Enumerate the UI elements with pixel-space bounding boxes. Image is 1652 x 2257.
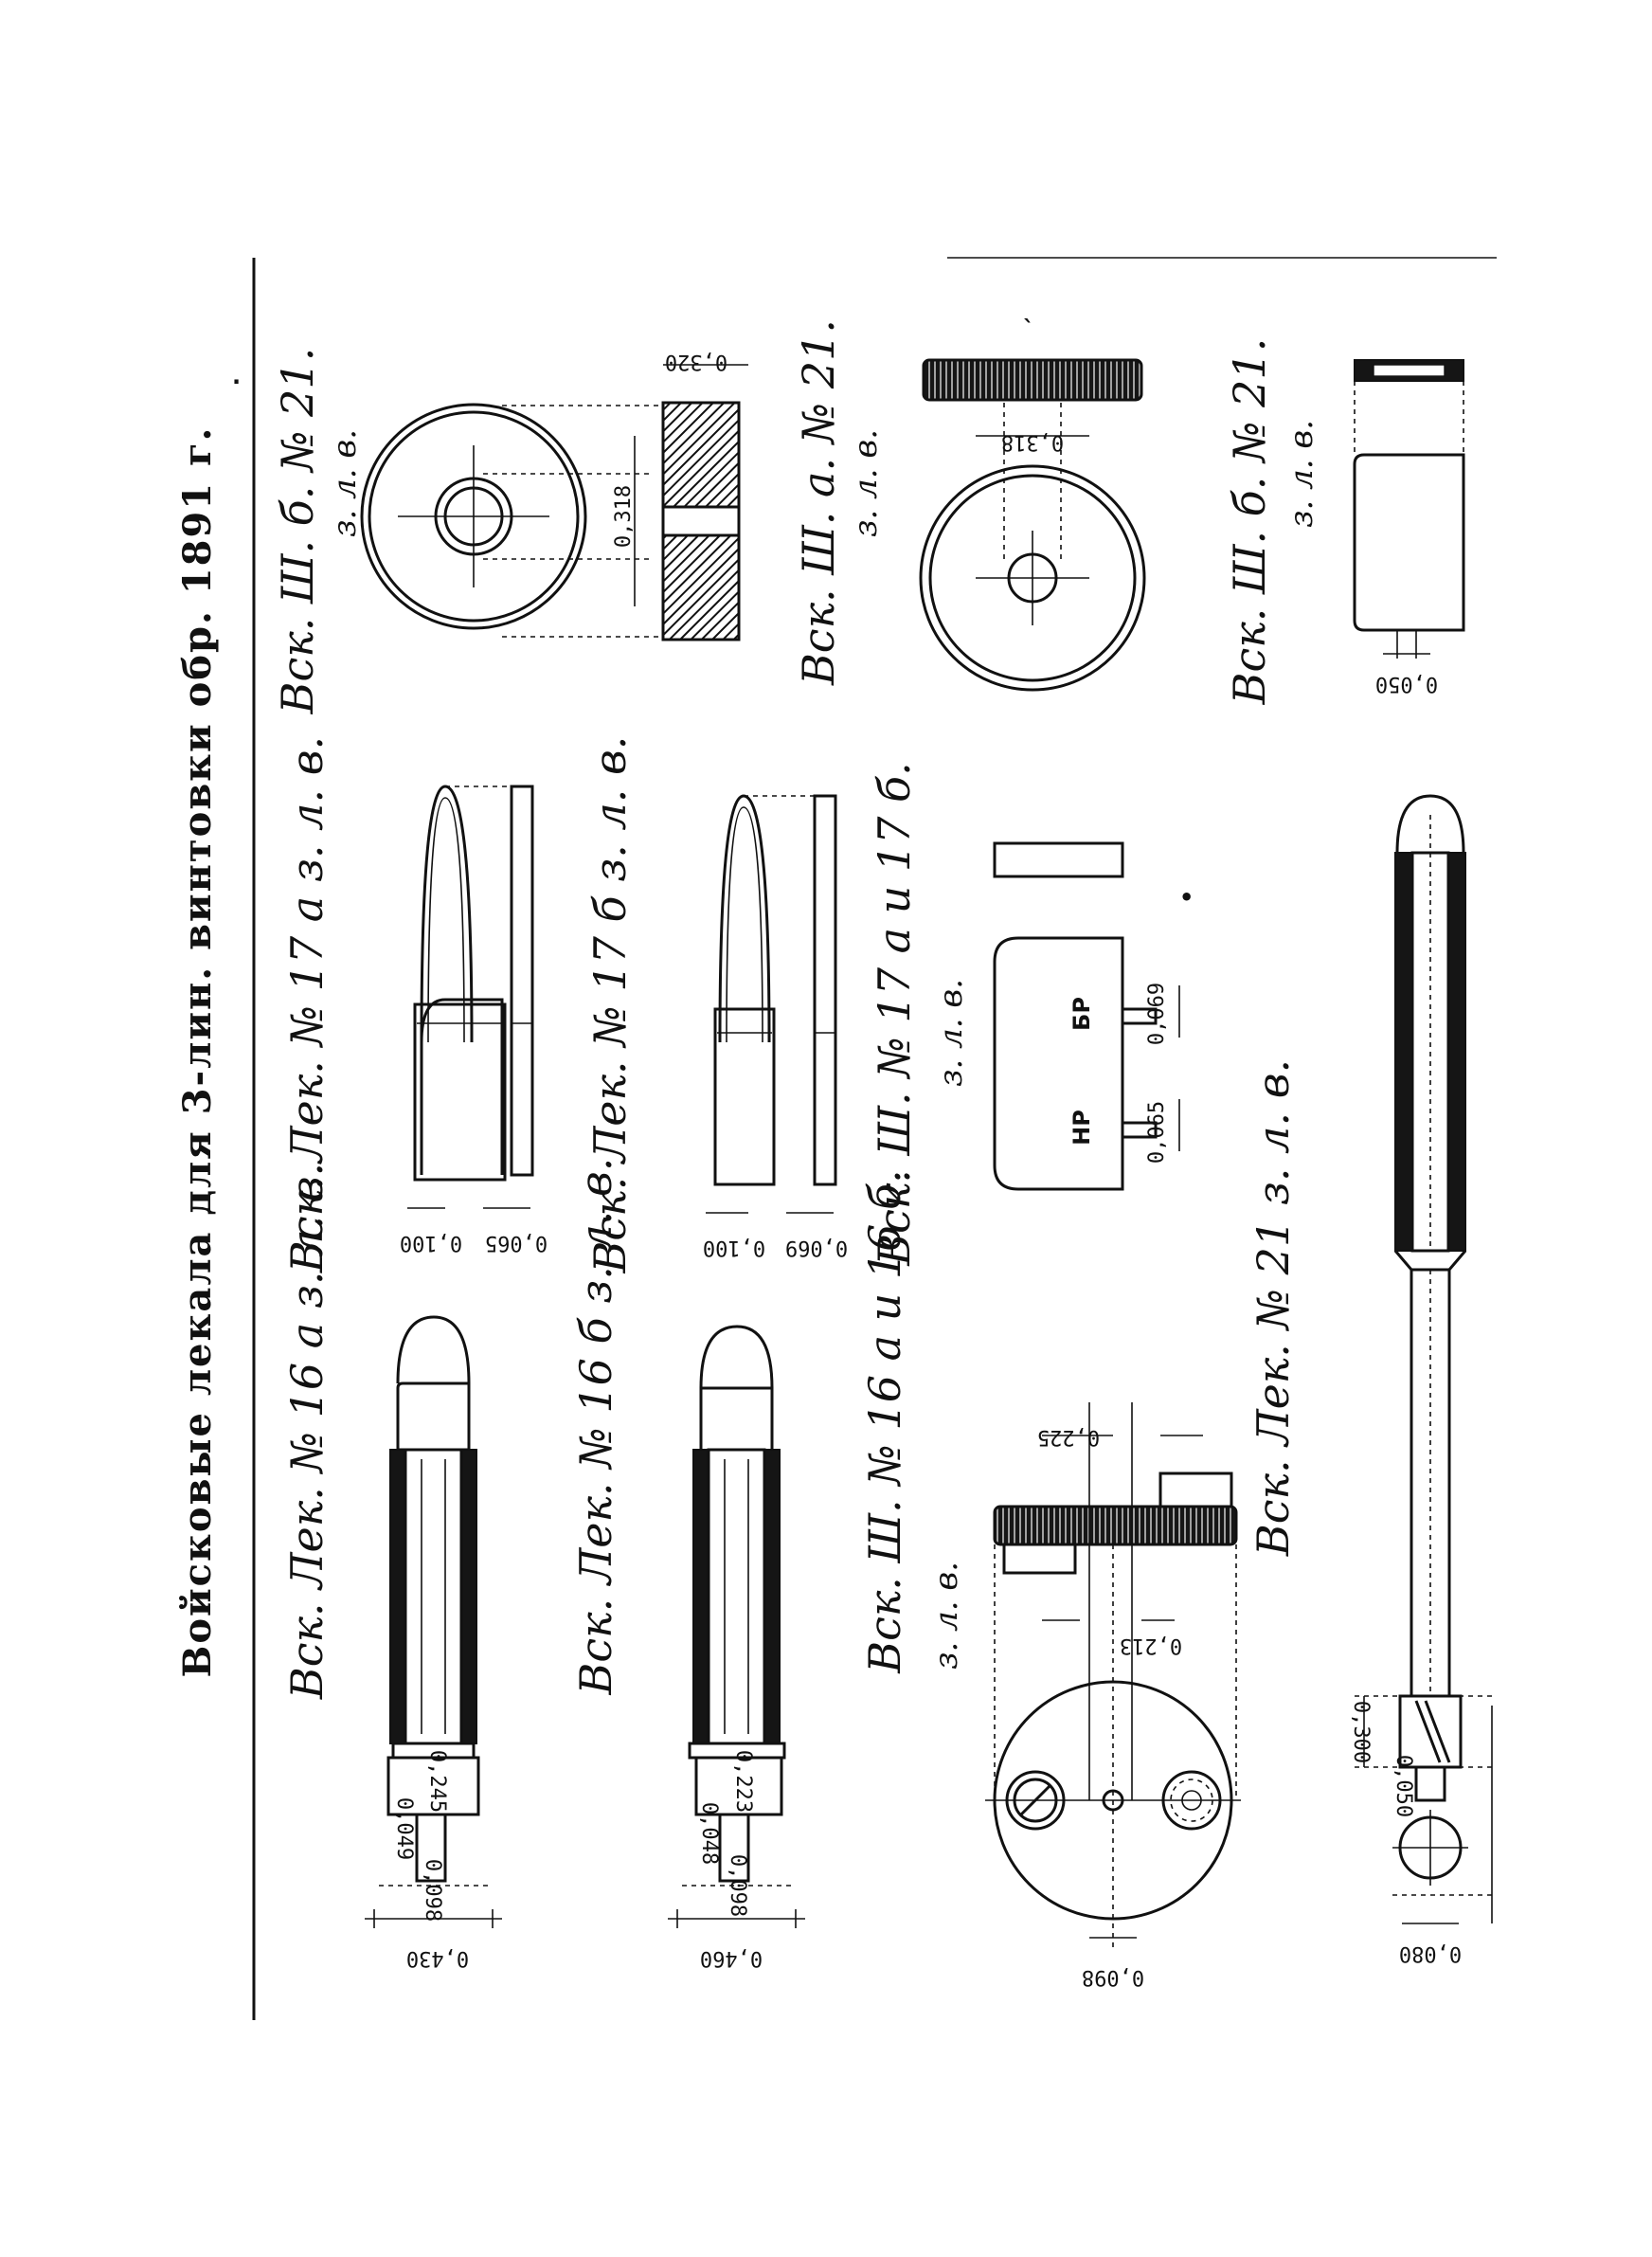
stray-tick: ˎ bbox=[1023, 297, 1034, 323]
figure-label: Вск. Ш. а. № 21. bbox=[793, 319, 844, 686]
dim-0100: 0,100 bbox=[400, 1231, 462, 1255]
figure-gauge-sh-b-21-small: Вск. Ш. б. № 21. з. л. в. 0,050 bbox=[1224, 338, 1465, 706]
dim-0098: 0,098 bbox=[726, 1854, 749, 1917]
stray-mark: • bbox=[1179, 884, 1194, 911]
figure-sublabel: з. л. в. bbox=[1283, 420, 1320, 528]
figure-gauge-17a: Вск. Лек. № 17 а з. л. в. 0,100 0,065 bbox=[281, 736, 548, 1273]
figure-label: Вск. Лек. № 16 б з. л. в. bbox=[570, 1158, 621, 1696]
gauge-16a-drawing bbox=[365, 1315, 502, 1928]
figure-gauge-sh-16: Вск. Ш. № 16 а и 16 б. з. л. в. bbox=[859, 1169, 1241, 1989]
figure-label: Вск. Ш. б. № 21. bbox=[272, 348, 323, 715]
rod-gauge-drawing bbox=[1355, 794, 1497, 1924]
slot-mark-hp: НР bbox=[1068, 1110, 1095, 1146]
dim-0300: 0,300 bbox=[1349, 1701, 1373, 1763]
gauge-16b-drawing bbox=[668, 1325, 805, 1928]
figure-sublabel: з. л. в. bbox=[927, 1562, 965, 1670]
figure-sublabel: з. л. в. bbox=[326, 429, 364, 537]
figure-gauge-16a: Вск. Лек. № 16 а з. л. в. 0,430 0,098 0,… bbox=[281, 1163, 502, 1970]
dim-0069: 0,069 bbox=[785, 1236, 848, 1259]
dim-0225: 0,225 bbox=[1037, 1425, 1100, 1449]
dim-0460: 0,460 bbox=[700, 1946, 763, 1970]
gauge-17b-drawing bbox=[706, 794, 837, 1214]
dim-0069: 0,069 bbox=[1145, 983, 1169, 1045]
figure-label: Вск. Ш. № 16 а и 16 б. bbox=[859, 1169, 910, 1673]
block-gauge-drawing bbox=[1353, 359, 1465, 659]
figure-label: Вск. Лек. № 16 а з. л. в. bbox=[281, 1163, 332, 1700]
figure-gauge-sh-b-21: Вск. Ш. б. № 21. з. л. в. 0,320 0,318 bbox=[272, 348, 748, 715]
dim-0223: 0,223 bbox=[731, 1750, 755, 1813]
figure-gauge-21: Вск. Лек. № 21 з. л. в. 0,080 0,300 bbox=[1248, 794, 1497, 1965]
ring-gauge-drawing bbox=[360, 364, 748, 641]
dim-0098: 0,098 bbox=[421, 1859, 444, 1922]
slot-mark-br: БР bbox=[1068, 997, 1095, 1031]
figure-gauge-16b: Вск. Лек. № 16 б з. л. в. 0,460 0,098 0,… bbox=[570, 1158, 805, 1970]
sheet-title: Войсковые лекала для 3-лин. винтовки обр… bbox=[175, 426, 220, 1678]
dim-0100: 0,100 bbox=[703, 1236, 765, 1259]
figure-gauge-sh-a-21: Вск. Ш. а. № 21. з. л. в. 0,318 bbox=[793, 319, 1146, 692]
figure-label: Вск. Ш. б. № 21. bbox=[1224, 338, 1275, 706]
figure-label: Вск. Лек. № 21 з. л. в. bbox=[1248, 1059, 1299, 1557]
figure-sublabel: з. л. в. bbox=[932, 979, 970, 1087]
dim-0050: 0,050 bbox=[1392, 1755, 1415, 1817]
disk-gauge-drawing bbox=[985, 1402, 1241, 1952]
figure-label: Вск. Лек. № 17 а з. л. в. bbox=[281, 736, 332, 1273]
figure-sublabel: з. л. в. bbox=[847, 429, 885, 537]
stray-tick: . bbox=[232, 363, 241, 389]
dim-0098: 0,098 bbox=[1082, 1965, 1144, 1989]
figure-gauge-17b: Вск. Лек. № 17 б з. л. в. 0,100 0,069 bbox=[584, 736, 848, 1274]
dim-0065: 0,065 bbox=[1145, 1101, 1169, 1164]
dim-0065: 0,065 bbox=[485, 1231, 548, 1255]
figure-label: Вск. Ш. № 17 а и 17 б. bbox=[869, 762, 920, 1266]
dim-0245: 0,245 bbox=[425, 1750, 449, 1813]
dim-0048: 0,048 bbox=[697, 1802, 721, 1865]
dim-0050: 0,050 bbox=[1375, 672, 1438, 695]
dim-0080: 0,080 bbox=[1399, 1941, 1462, 1965]
dim-0213: 0,213 bbox=[1120, 1634, 1182, 1657]
figure-gauge-sh-17: Вск. Ш. № 17 а и 17 б. з. л. в. НР БР 0,… bbox=[869, 762, 1194, 1266]
dim-0430: 0,430 bbox=[406, 1946, 469, 1970]
dim-0320: 0,320 bbox=[665, 350, 727, 373]
knurled-disk-drawing bbox=[919, 358, 1146, 692]
figure-label: Вск. Лек. № 17 б з. л. в. bbox=[584, 736, 636, 1274]
gauge-17a-drawing bbox=[407, 785, 534, 1209]
dim-0318: 0,318 bbox=[1001, 430, 1064, 454]
dim-0318: 0,318 bbox=[612, 485, 636, 548]
dim-0049: 0,049 bbox=[392, 1797, 416, 1860]
slot-plate-drawing bbox=[993, 841, 1180, 1191]
